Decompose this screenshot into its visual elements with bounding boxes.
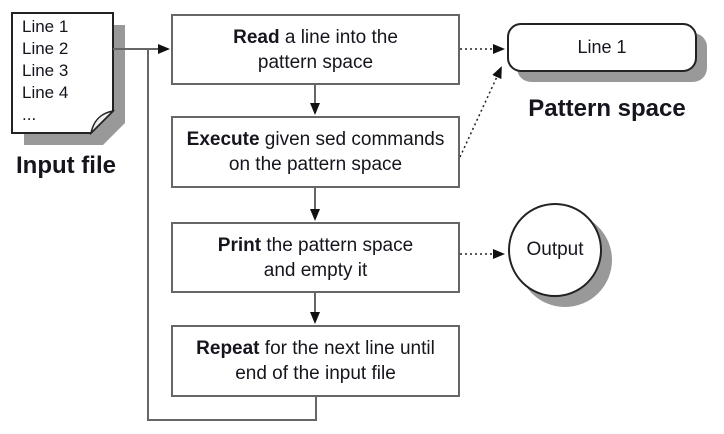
step-repeat-line2: end of the input file xyxy=(235,363,396,384)
document-fold-corner-icon xyxy=(89,109,116,136)
step-execute-box: Execute given sed commands on the patter… xyxy=(171,116,460,188)
step-repeat-keyword: Repeat xyxy=(196,338,260,359)
step-print-box: Print the pattern space and empty it xyxy=(171,222,460,293)
step-repeat-line1-rest: for the next line until xyxy=(259,338,435,359)
step-execute-line1: Execute given sed commands xyxy=(187,127,445,152)
step-repeat-box: Repeat for the next line until end of th… xyxy=(171,325,460,397)
step-print-keyword: Print xyxy=(217,234,262,256)
step-read-box: Read a line into the pattern space xyxy=(171,14,460,85)
pattern-space-label: Pattern space xyxy=(528,95,686,122)
input-file-content: Line 1 Line 2 Line 3 Line 4 ... xyxy=(22,16,68,126)
pattern-space-shape: Line 1 xyxy=(507,23,697,72)
step-read-line2: pattern space xyxy=(257,51,374,73)
loop-back-connector xyxy=(147,49,317,421)
pattern-space-value: Line 1 xyxy=(577,37,627,57)
step-execute-line1-rest: given sed commands xyxy=(259,129,445,150)
output-label: Output xyxy=(526,239,584,260)
input-file-line: ... xyxy=(22,105,37,124)
input-file-line: Line 4 xyxy=(22,83,69,102)
input-file-label: Input file xyxy=(16,152,116,179)
input-file-line: Line 3 xyxy=(22,61,69,80)
step-print-line1: Print the pattern space xyxy=(218,233,413,258)
step-read-keyword: Read xyxy=(233,26,280,48)
input-file-document-shape xyxy=(11,12,125,145)
step-print-line1-rest: the pattern space xyxy=(261,234,414,256)
step-read-line1-rest: a line into the xyxy=(279,26,398,48)
input-file-line: Line 2 xyxy=(22,39,69,58)
execute-to-patternspace-dotted-arrow xyxy=(459,66,502,158)
step-execute-keyword: Execute xyxy=(186,129,260,150)
output-shape: Output xyxy=(508,203,602,297)
step-execute-line2: on the pattern space xyxy=(228,154,403,175)
input-file-line: Line 1 xyxy=(22,17,69,36)
step-print-line2: and empty it xyxy=(263,259,368,281)
step-repeat-line1: Repeat for the next line until xyxy=(196,336,435,361)
step-read-line1: Read a line into the xyxy=(233,25,398,50)
